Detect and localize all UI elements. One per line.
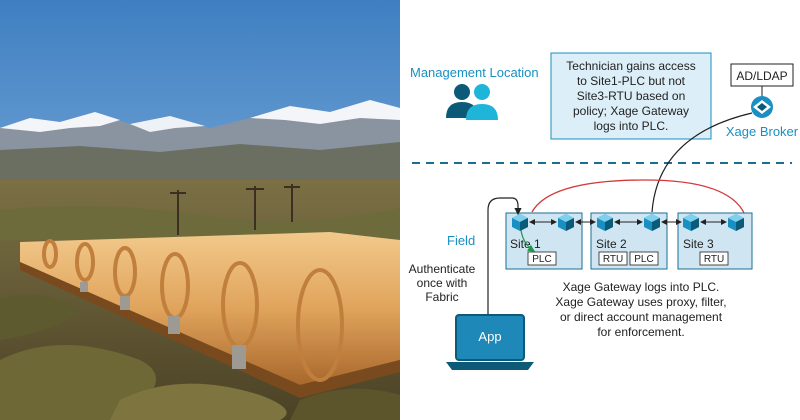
gateway-cube-icons [512,214,744,231]
xage-broker-label: Xage Broker [726,124,799,139]
users-icon [446,84,498,120]
note-line-3: Site3-RTU based on [577,89,686,103]
site-1-device-plc: PLC [532,254,551,265]
foreground-brush [0,294,400,420]
bottom-line-4: for enforcement. [597,325,684,339]
broker-connection-line [651,112,753,213]
site-2-device-rtu: RTU [603,254,623,265]
site-2-rtu-box [598,251,628,266]
site-1-label: Site 1 [510,237,541,251]
bottom-line-3: or direct account management [560,310,723,324]
laptop-icon [446,314,534,370]
auth-line-3: Fabric [425,290,458,304]
app-label: App [478,329,501,344]
pipeline-photo [0,0,400,420]
gateway-cube-icon [558,214,574,231]
gateway-cube-icon [683,214,699,231]
site-3-device-rtu: RTU [704,254,724,265]
gateway-cube-icon [512,214,528,231]
site-2-plc-box [629,251,659,266]
gateway-login-arrow [520,229,536,252]
site-2-label: Site 2 [596,237,627,251]
gateway-cube-icon [597,214,613,231]
note-line-1: Technician gains access [566,59,695,73]
field-label: Field [447,233,475,248]
site-3-label: Site 3 [683,237,714,251]
auth-line-2: once with [417,276,468,290]
bottom-line-1: Xage Gateway logs into PLC. [563,280,720,294]
xage-broker-icon [751,96,773,118]
site-1-plc-box [527,251,557,266]
note-line-2: to Site1-PLC but not [577,74,686,88]
note-line-4: policy; Xage Gateway [573,104,689,118]
site-2-device-plc: PLC [634,254,653,265]
site-3-rtu-box [699,251,729,266]
pipeline [20,232,400,398]
gateway-cube-icon [644,214,660,231]
note-line-5: logs into PLC. [594,119,669,133]
ad-ldap-label: AD/LDAP [736,69,787,83]
bottom-line-2: Xage Gateway uses proxy, filter, [555,295,726,309]
auth-line-1: Authenticate [409,262,476,276]
architecture-diagram: Management Location Technician gains acc… [409,52,799,370]
management-location-label: Management Location [410,65,539,80]
power-poles [170,184,300,235]
laptop-connection-line [487,197,522,320]
policy-note-box [550,52,712,140]
gateway-cube-icon [728,214,744,231]
